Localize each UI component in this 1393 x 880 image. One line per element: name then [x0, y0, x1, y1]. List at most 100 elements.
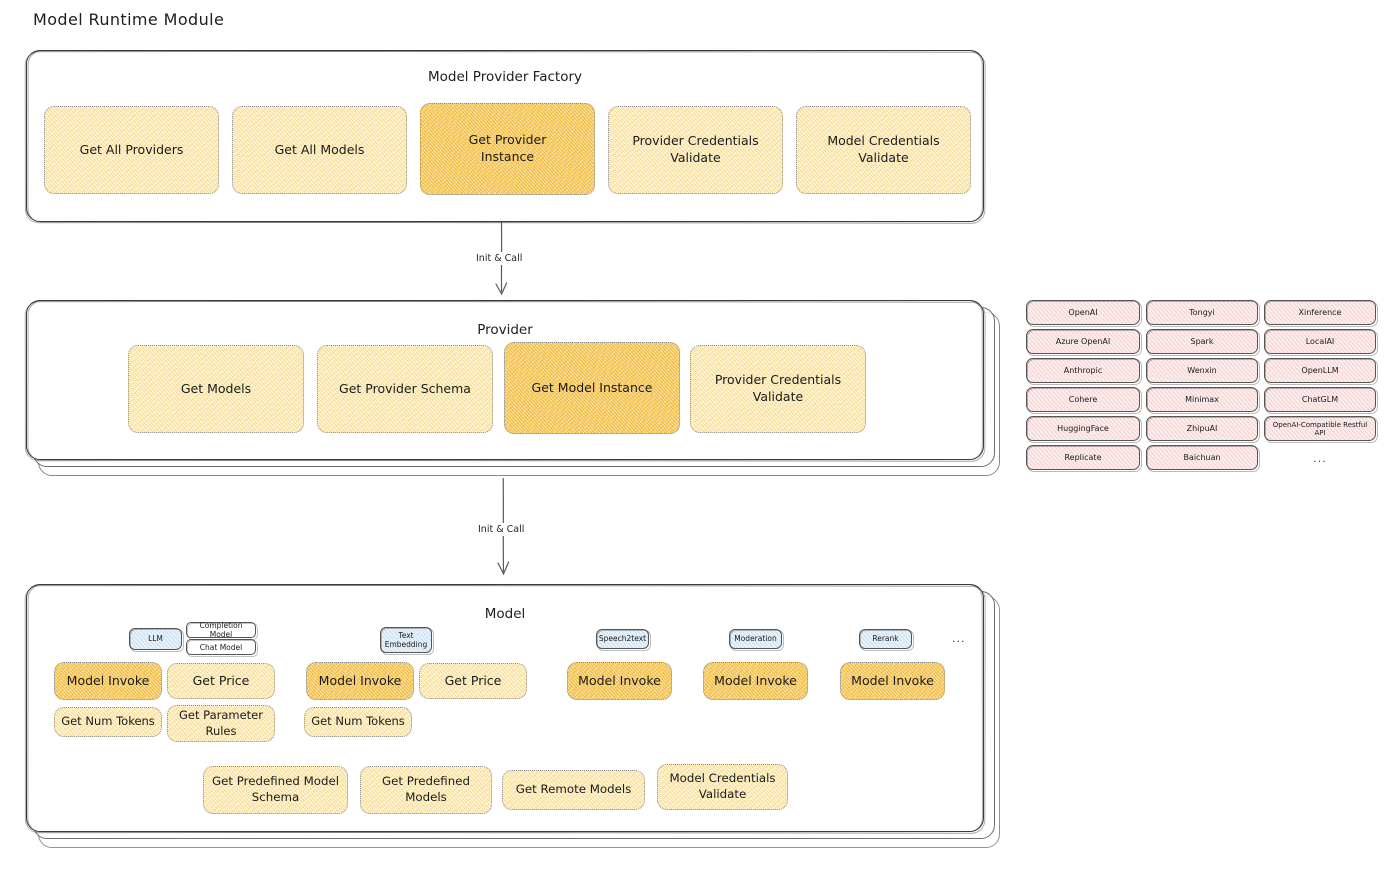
provider-chip-spark[interactable]: Spark: [1146, 329, 1258, 354]
factory-title: Model Provider Factory: [427, 69, 582, 85]
node-label: Model Invoke: [851, 672, 934, 688]
node-label: Get Remote Models: [515, 782, 632, 797]
badge-text-embedding[interactable]: Text Embedding: [380, 627, 432, 653]
node-embedding-get-num-tokens[interactable]: Get Num Tokens: [304, 707, 412, 737]
badge-label: Completion Model: [199, 621, 243, 639]
chip-label: Tongyi: [1189, 308, 1215, 317]
node-label: Model Invoke: [714, 672, 797, 688]
model-groups-more: ...: [952, 632, 966, 645]
node-label: Get Provider Schema: [339, 380, 471, 396]
provider-chip-cohere[interactable]: Cohere: [1026, 387, 1140, 412]
page-title: Model Runtime Module: [33, 10, 225, 29]
badge-chat-model[interactable]: Chat Model: [186, 639, 256, 655]
node-embedding-model-invoke[interactable]: Model Invoke: [306, 662, 414, 700]
chip-label: Cohere: [1068, 395, 1098, 404]
chip-label: Baichuan: [1183, 453, 1221, 462]
provider-chip-localai[interactable]: LocalAI: [1264, 329, 1376, 354]
provider-list-more: ...: [1313, 452, 1327, 465]
chip-label: HuggingFace: [1057, 424, 1109, 433]
node-speech2text-model-invoke[interactable]: Model Invoke: [567, 662, 672, 700]
provider-chip-azure-openai[interactable]: Azure OpenAI: [1026, 329, 1140, 354]
badge-llm[interactable]: LLM: [129, 628, 182, 650]
node-model-credentials-validate[interactable]: Model Credentials Validate: [796, 106, 971, 194]
chip-label: Anthropic: [1063, 366, 1103, 375]
badge-label: Chat Model: [199, 642, 243, 652]
chip-label: Azure OpenAI: [1055, 337, 1111, 346]
provider-chip-huggingface[interactable]: HuggingFace: [1026, 416, 1140, 441]
chip-label: ChatGLM: [1301, 395, 1339, 404]
node-llm-model-invoke[interactable]: Model Invoke: [54, 662, 162, 700]
chip-label: Replicate: [1064, 453, 1102, 462]
node-embedding-get-price[interactable]: Get Price: [419, 663, 527, 699]
provider-chip-anthropic[interactable]: Anthropic: [1026, 358, 1140, 383]
provider-chip-xinference[interactable]: Xinference: [1264, 300, 1376, 325]
node-llm-get-num-tokens[interactable]: Get Num Tokens: [54, 707, 162, 737]
chip-label: ZhipuAI: [1186, 424, 1218, 433]
badge-speech2text[interactable]: Speech2text: [596, 629, 649, 649]
arrow-label-init-call-1: Init & Call: [472, 252, 527, 265]
arrow-label-init-call-2: Init & Call: [474, 523, 529, 536]
provider-title: Provider: [477, 322, 533, 338]
badge-label: Text Embedding: [384, 630, 428, 649]
node-label: Get Predefined Models: [382, 774, 470, 804]
chip-label: LocalAI: [1305, 337, 1335, 346]
node-label: Get Models: [180, 380, 252, 396]
node-model-credentials-validate-3[interactable]: Model Credentials Validate: [657, 764, 788, 810]
badge-rerank[interactable]: Rerank: [859, 629, 912, 649]
badge-label: Speech2text: [598, 634, 647, 644]
chip-label: Xinference: [1298, 308, 1342, 317]
node-rerank-model-invoke[interactable]: Model Invoke: [840, 662, 945, 700]
provider-chip-openai-compatible[interactable]: OpenAI-Compatible Restful API: [1264, 416, 1376, 441]
node-get-provider-schema[interactable]: Get Provider Schema: [317, 345, 493, 433]
node-get-model-instance[interactable]: Get Model Instance: [504, 342, 680, 434]
node-label: Provider Credentials Validate: [632, 133, 759, 165]
node-llm-get-price[interactable]: Get Price: [167, 663, 275, 699]
chip-label: OpenAI-Compatible Restful API: [1272, 420, 1368, 437]
model-title: Model: [484, 606, 526, 622]
provider-chip-chatglm[interactable]: ChatGLM: [1264, 387, 1376, 412]
chip-label: OpenLLM: [1301, 366, 1339, 375]
node-get-models[interactable]: Get Models: [128, 345, 304, 433]
badge-label: Moderation: [734, 634, 777, 644]
node-label: Get Num Tokens: [61, 714, 155, 729]
node-provider-credentials-validate[interactable]: Provider Credentials Validate: [608, 106, 783, 194]
node-get-remote-models[interactable]: Get Remote Models: [502, 770, 645, 810]
node-get-predefined-models[interactable]: Get Predefined Models: [360, 766, 492, 814]
chip-label: Spark: [1190, 337, 1214, 346]
node-label: Get Parameter Rules: [179, 707, 263, 738]
node-label: Provider Credentials Validate: [714, 372, 842, 404]
provider-chip-baichuan[interactable]: Baichuan: [1146, 445, 1258, 470]
badge-label: LLM: [148, 634, 163, 644]
node-get-predefined-model-schema[interactable]: Get Predefined Model Schema: [203, 766, 348, 814]
node-label: Get Provider Instance: [468, 132, 547, 164]
provider-chip-minimax[interactable]: Minimax: [1146, 387, 1258, 412]
provider-chip-tongyi[interactable]: Tongyi: [1146, 300, 1258, 325]
chip-label: OpenAI: [1068, 308, 1098, 317]
provider-chip-wenxin[interactable]: Wenxin: [1146, 358, 1258, 383]
provider-chip-openllm[interactable]: OpenLLM: [1264, 358, 1376, 383]
badge-label: Rerank: [872, 634, 899, 644]
node-get-all-models[interactable]: Get All Models: [232, 106, 407, 194]
node-label: Model Credentials Validate: [827, 133, 940, 165]
node-llm-get-parameter-rules[interactable]: Get Parameter Rules: [167, 705, 275, 742]
node-label: Get All Providers: [79, 141, 184, 157]
badge-moderation[interactable]: Moderation: [729, 629, 782, 649]
node-label: Get Price: [444, 672, 502, 688]
badge-completion-model[interactable]: Completion Model: [186, 621, 256, 639]
node-label: Get Predefined Model Schema: [211, 774, 340, 804]
provider-chip-openai[interactable]: OpenAI: [1026, 300, 1140, 325]
provider-chip-replicate[interactable]: Replicate: [1026, 445, 1140, 470]
node-label: Model Invoke: [318, 672, 402, 688]
node-get-provider-instance[interactable]: Get Provider Instance: [420, 103, 595, 195]
provider-chip-zhipuai[interactable]: ZhipuAI: [1146, 416, 1258, 441]
node-label: Model Invoke: [578, 672, 661, 688]
chip-label: Wenxin: [1187, 366, 1217, 375]
node-provider-credentials-validate-2[interactable]: Provider Credentials Validate: [690, 345, 866, 433]
node-label: Model Credentials Validate: [669, 771, 776, 801]
node-get-all-providers[interactable]: Get All Providers: [44, 106, 219, 194]
chip-label: Minimax: [1185, 395, 1219, 404]
node-label: Get Model Instance: [531, 379, 653, 395]
node-moderation-model-invoke[interactable]: Model Invoke: [703, 662, 808, 700]
node-label: Get All Models: [274, 141, 365, 157]
